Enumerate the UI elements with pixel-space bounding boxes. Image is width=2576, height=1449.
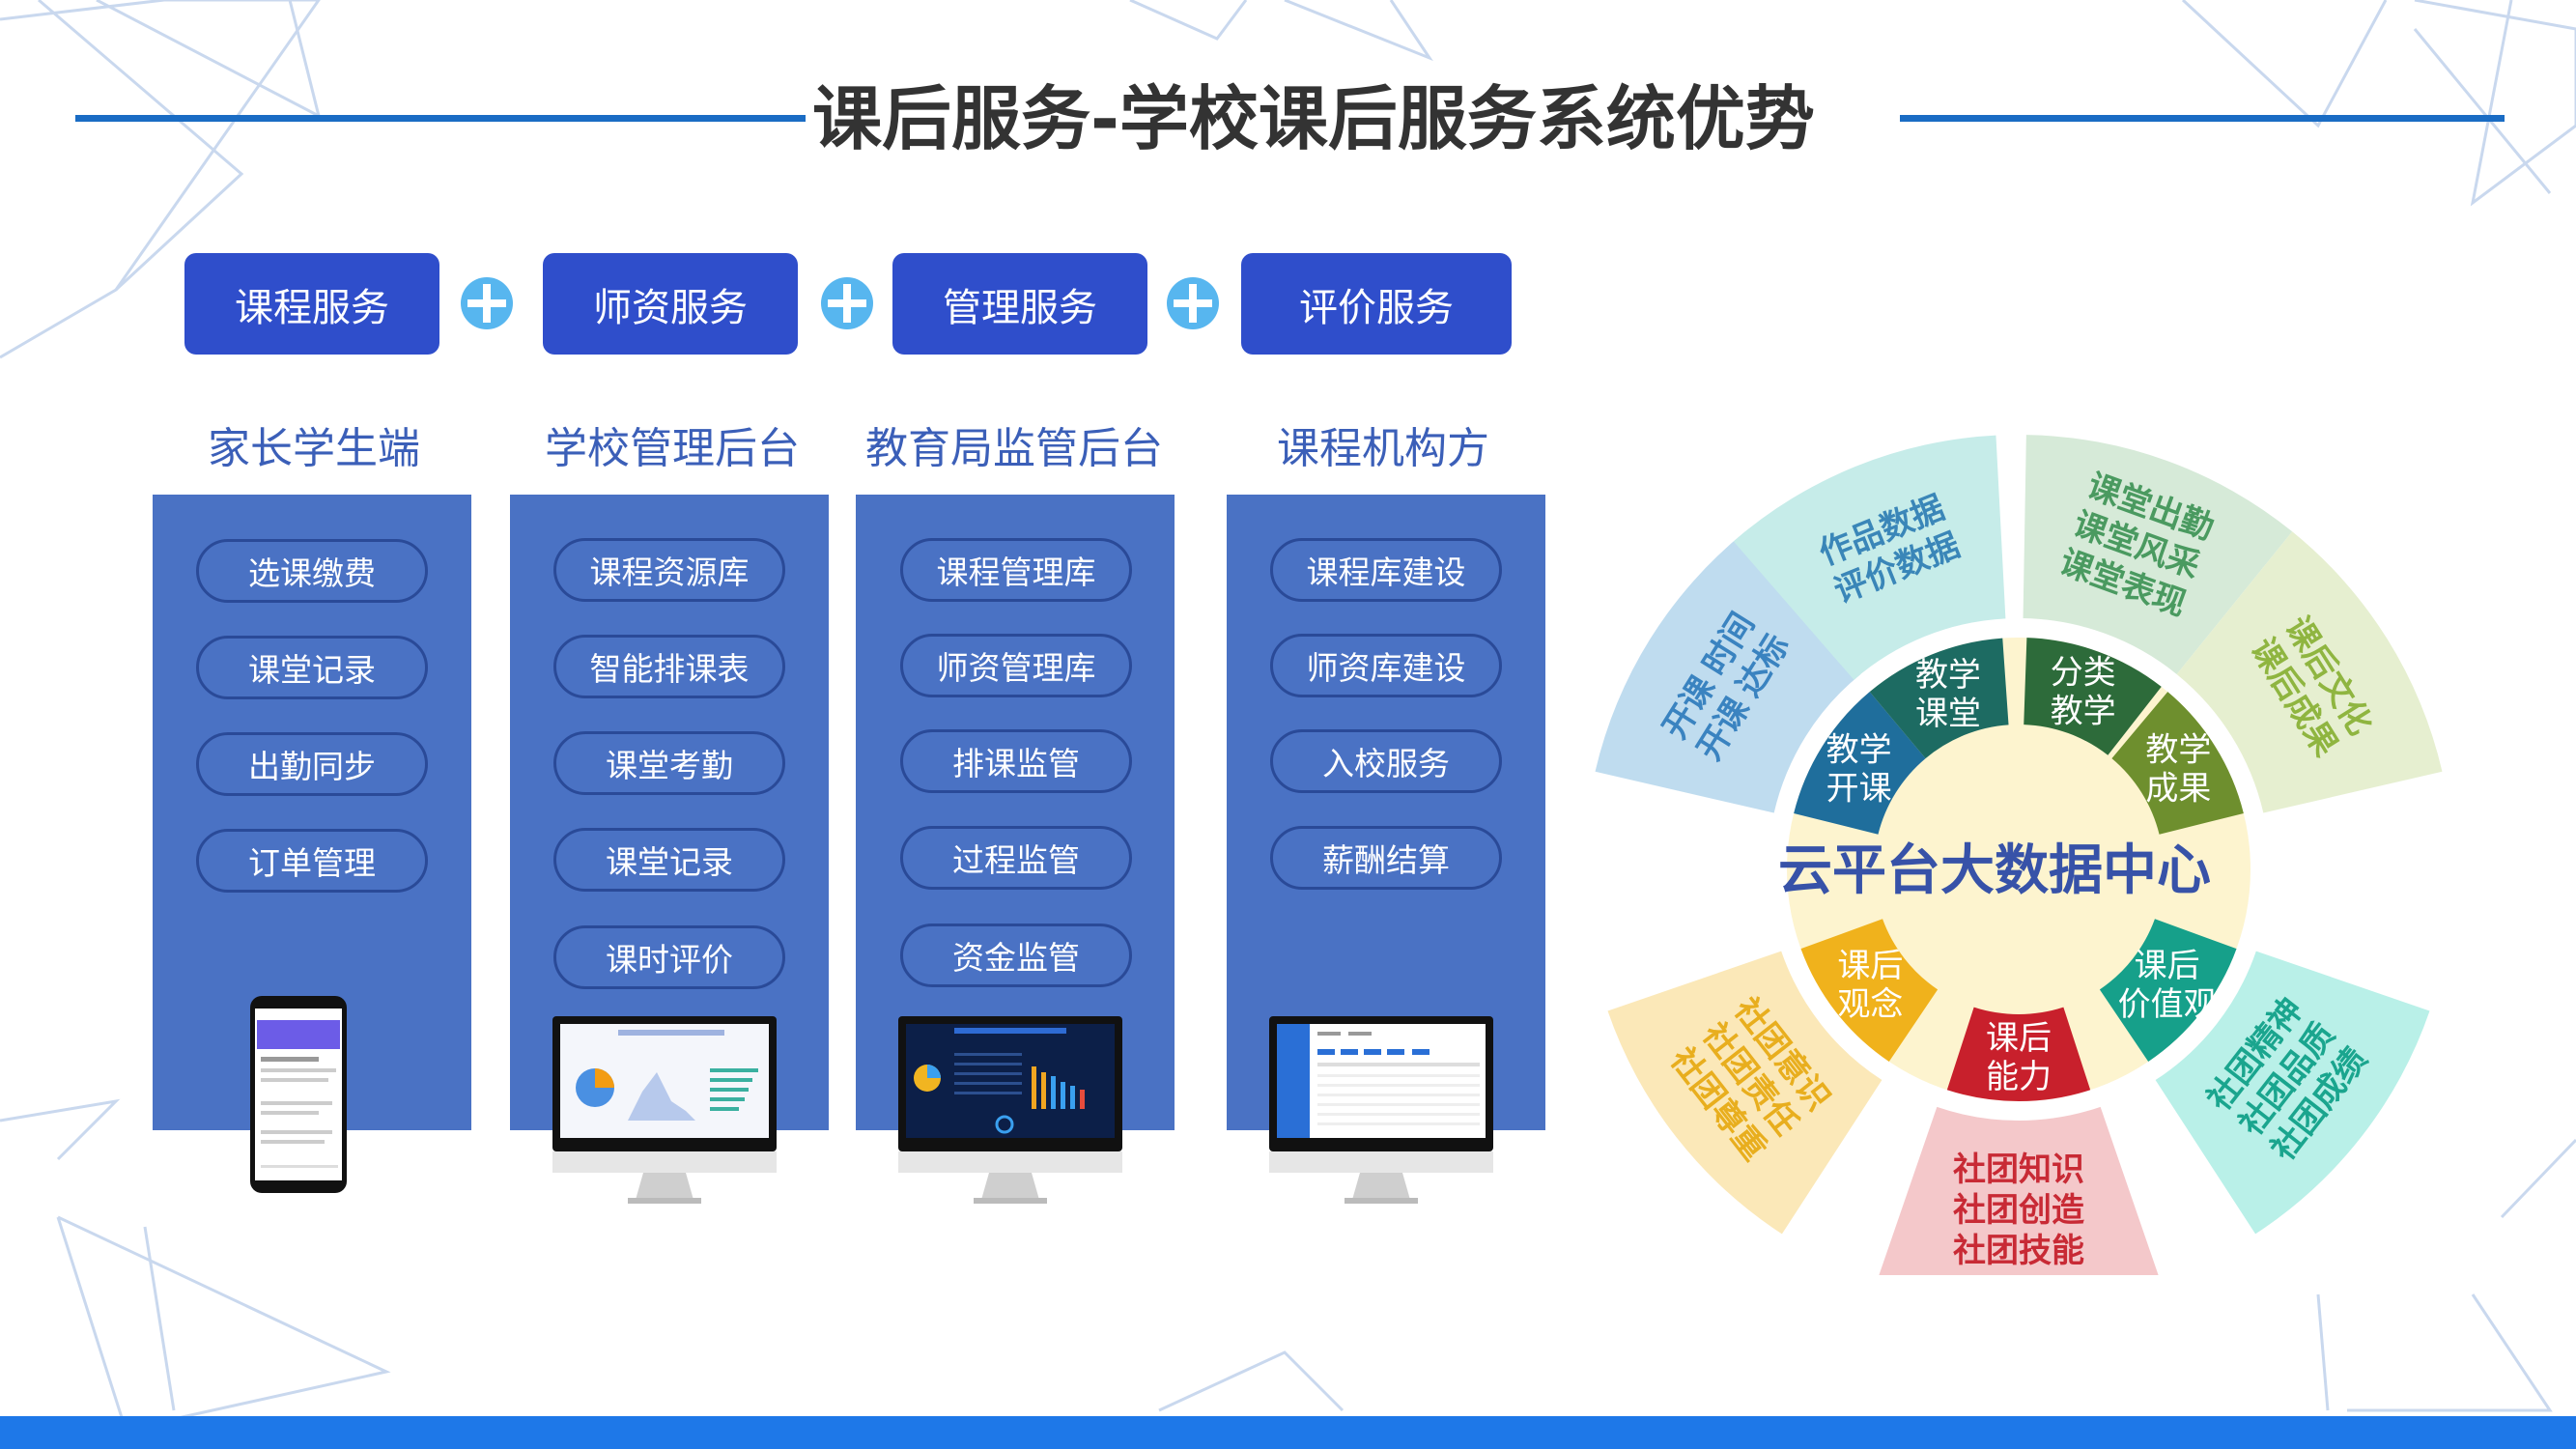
- feature-pill[interactable]: 课程库建设: [1270, 538, 1502, 602]
- wheel-outer-segment: [1879, 1106, 2159, 1275]
- wheel-inner-label: 课堂: [1915, 696, 1981, 732]
- feature-pill[interactable]: 课堂记录: [196, 636, 428, 699]
- page-title: 课后服务-学校课后服务系统优势: [812, 78, 1815, 159]
- wheel-outer-label: 社团技能: [1953, 1233, 2084, 1269]
- title-line-right: [1900, 115, 2505, 122]
- wheel-inner-segment: [1794, 692, 1926, 835]
- column-title-course-provider: 课程机构方: [1277, 424, 1489, 473]
- service-button-course[interactable]: 课程服务: [184, 253, 439, 355]
- feature-pill[interactable]: 智能排课表: [553, 635, 785, 698]
- service-button-evaluation[interactable]: 评价服务: [1241, 253, 1512, 355]
- monitor-dark-mockup: [898, 1016, 1122, 1204]
- feature-pill[interactable]: 排课监管: [900, 729, 1132, 793]
- feature-pill[interactable]: 课堂考勤: [553, 731, 785, 795]
- wheel-inner-segment: [1869, 638, 2009, 759]
- feature-pill[interactable]: 师资管理库: [900, 634, 1132, 697]
- wheel-center-title: 云平台大数据中心: [1778, 839, 2211, 900]
- feature-pill[interactable]: 选课缴费: [196, 539, 428, 603]
- column-title-school-admin: 学校管理后台: [545, 424, 800, 473]
- wheel-inner-segment: [2099, 919, 2237, 1062]
- wheel-inner-label: 价值观: [2118, 986, 2217, 1023]
- phone-mockup: [250, 996, 347, 1193]
- wheel-inner-label: 观念: [1837, 986, 1903, 1023]
- wheel-outer-segment: [2155, 951, 2430, 1235]
- wheel-inner-label: 课后: [1986, 1020, 2052, 1057]
- wheel-outer-label: 社团创造: [1953, 1192, 2084, 1229]
- wheel-inner-label: 分类: [2051, 655, 2116, 692]
- service-button-teacher[interactable]: 师资服务: [543, 253, 798, 355]
- wheel-inner-segment: [1800, 919, 1939, 1062]
- service-button-management[interactable]: 管理服务: [892, 253, 1147, 355]
- feature-pill[interactable]: 资金监管: [900, 923, 1132, 987]
- plus-icon: [461, 277, 513, 329]
- plus-icon: [821, 277, 873, 329]
- column-title-bureau-admin: 教育局监管后台: [865, 424, 1163, 473]
- feature-pill[interactable]: 课时评价: [553, 925, 785, 989]
- wheel-inner-label: 教学: [1915, 657, 1981, 694]
- bottom-bar: [0, 1416, 2576, 1449]
- feature-pill[interactable]: 课堂记录: [553, 828, 785, 892]
- wheel-inner-segment: [2024, 638, 2162, 755]
- wheel-inner-label: 教学: [2051, 694, 2116, 730]
- wheel-inner-segment: [1946, 1007, 2091, 1101]
- wheel-inner-label: 能力: [1986, 1059, 2052, 1095]
- wheel-inner-label: 成果: [2145, 771, 2211, 808]
- feature-pill[interactable]: 入校服务: [1270, 729, 1502, 793]
- wheel-outer-label: 社团知识: [1953, 1151, 2084, 1188]
- monitor-table-mockup: [1269, 1016, 1493, 1204]
- wheel-inner-label: 课后: [2135, 948, 2200, 984]
- monitor-mockup: [552, 1016, 777, 1204]
- feature-pill[interactable]: 师资库建设: [1270, 634, 1502, 697]
- wheel-inner-label: 课后: [1837, 948, 1903, 984]
- feature-pill[interactable]: 出勤同步: [196, 732, 428, 796]
- title-row: 课后服务-学校课后服务系统优势: [0, 75, 2576, 162]
- wheel-inner-segment: [2111, 692, 2244, 835]
- plus-icon: [1167, 277, 1219, 329]
- feature-pill[interactable]: 订单管理: [196, 829, 428, 893]
- title-line-left: [75, 115, 806, 122]
- feature-pill[interactable]: 过程监管: [900, 826, 1132, 890]
- wheel-inner-label: 教学: [1826, 732, 1892, 769]
- wheel-inner-label: 教学: [2145, 732, 2211, 769]
- wheel-outer-segment: [2176, 531, 2443, 813]
- wheel-inner-label: 开课: [1826, 771, 1892, 808]
- feature-pill[interactable]: 课程管理库: [900, 538, 1132, 602]
- wheel-outer-segment: [1733, 435, 2006, 680]
- wheel-outer-segment: [1607, 951, 1882, 1235]
- feature-pill[interactable]: 薪酬结算: [1270, 826, 1502, 890]
- feature-pill[interactable]: 课程资源库: [553, 538, 785, 602]
- column-title-parent-student: 家长学生端: [208, 424, 420, 473]
- wheel-outer-segment: [2023, 435, 2293, 674]
